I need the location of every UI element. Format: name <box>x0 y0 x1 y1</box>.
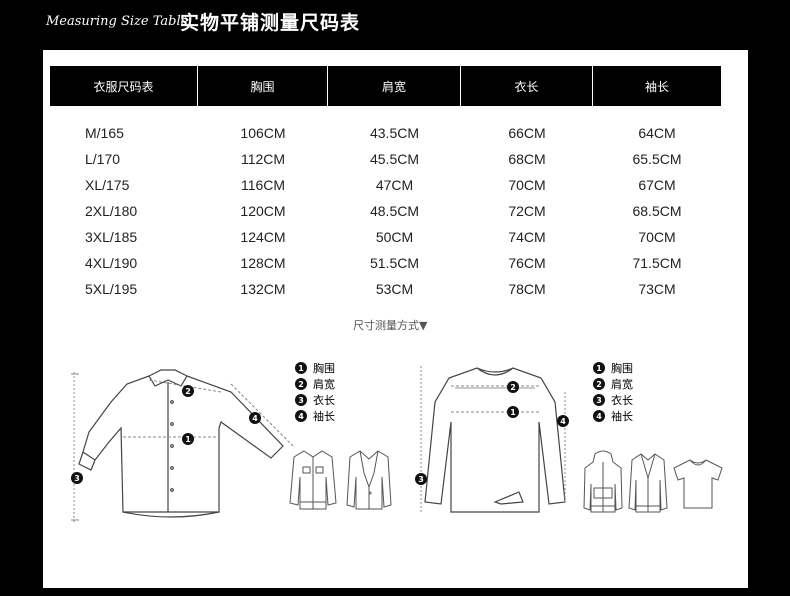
size-table-body: M/165 106CM 43.5CM 66CM 64CM L/170 112CM… <box>50 120 721 302</box>
size-cell: 5XL/195 <box>85 281 138 297</box>
chest-cell: 132CM <box>240 281 286 297</box>
table-row: 4XL/190 128CM 51.5CM 76CM 71.5CM <box>50 250 721 276</box>
hoodie-icon <box>583 450 623 513</box>
shoulder-cell: 53CM <box>375 281 414 297</box>
length-cell: 70CM <box>508 177 546 193</box>
svg-text:2: 2 <box>185 387 191 396</box>
size-cell: XL/175 <box>85 177 130 193</box>
cardigan-icon <box>628 453 668 513</box>
length-cell: 78CM <box>508 281 546 297</box>
svg-text:1: 1 <box>510 408 516 417</box>
shoulder-cell: 47CM <box>375 177 414 193</box>
table-row: 2XL/180 120CM 48.5CM 72CM 68.5CM <box>50 198 721 224</box>
size-cell: L/170 <box>85 151 121 167</box>
measurement-method-label: 尺寸测量方式▼ <box>353 319 428 332</box>
tshirt-icon <box>673 459 723 509</box>
header-bar: Measuring Size Table 实物平铺测量尺码表 <box>0 0 790 46</box>
header-size: 衣服尺码表 <box>50 66 198 106</box>
sleeve-cell: 73CM <box>638 281 676 297</box>
svg-text:4: 4 <box>252 414 258 423</box>
chest-cell: 124CM <box>240 229 286 245</box>
shoulder-cell: 43.5CM <box>369 125 420 141</box>
table-row: L/170 112CM 45.5CM 68CM 65.5CM <box>50 146 721 172</box>
english-title: Measuring Size Table <box>46 14 189 29</box>
table-row: XL/175 116CM 47CM 70CM 67CM <box>50 172 721 198</box>
size-cell: 2XL/180 <box>85 203 138 219</box>
length-cell: 76CM <box>508 255 546 271</box>
table-header: 衣服尺码表 胸围 肩宽 衣长 袖长 <box>50 66 721 106</box>
size-cell: 4XL/190 <box>85 255 138 271</box>
sleeve-cell: 71.5CM <box>632 255 682 271</box>
blazer-icon <box>346 450 392 510</box>
table-row: M/165 106CM 43.5CM 66CM 64CM <box>50 120 721 146</box>
shoulder-cell: 45.5CM <box>369 151 420 167</box>
sleeve-cell: 70CM <box>638 229 676 245</box>
svg-text:4: 4 <box>560 417 566 426</box>
sleeve-cell: 64CM <box>638 125 676 141</box>
shoulder-cell: 48.5CM <box>369 203 420 219</box>
sleeve-cell: 65.5CM <box>632 151 682 167</box>
table-row: 3XL/185 124CM 50CM 74CM 70CM <box>50 224 721 250</box>
length-cell: 72CM <box>508 203 546 219</box>
sleeve-cell: 68.5CM <box>632 203 682 219</box>
chest-cell: 106CM <box>240 125 286 141</box>
chest-cell: 116CM <box>240 177 286 193</box>
length-cell: 74CM <box>508 229 546 245</box>
header-chest: 胸围 <box>198 66 328 106</box>
header-shoulder: 肩宽 <box>328 66 461 106</box>
chest-cell: 128CM <box>240 255 286 271</box>
svg-text:3: 3 <box>418 475 424 484</box>
size-cell: 3XL/185 <box>85 229 138 245</box>
header-sleeve: 袖长 <box>644 79 669 94</box>
shoulder-cell: 50CM <box>375 229 414 245</box>
length-cell: 66CM <box>508 125 546 141</box>
chest-cell: 120CM <box>240 203 286 219</box>
shirt-diagram-icon: 1 2 3 4 <box>71 369 294 522</box>
shoulder-cell: 51.5CM <box>369 255 420 271</box>
size-cell: M/165 <box>85 125 124 141</box>
svg-text:1: 1 <box>185 435 191 444</box>
header-length: 衣长 <box>461 66 593 106</box>
svg-text:3: 3 <box>74 474 80 483</box>
svg-text:2: 2 <box>510 383 516 392</box>
sleeve-cell: 67CM <box>638 177 676 193</box>
sweater-diagram-icon: 1 2 3 4 <box>415 366 569 514</box>
chest-cell: 112CM <box>240 151 286 167</box>
chinese-title: 实物平铺测量尺码表 <box>180 12 361 34</box>
table-row: 5XL/195 132CM 53CM 78CM 73CM <box>50 276 721 302</box>
content-panel: 衣服尺码表 胸围 肩宽 衣长 袖长 M/165 106CM 43.5CM 66C… <box>43 50 748 588</box>
denim-jacket-icon <box>289 450 337 510</box>
length-cell: 68CM <box>508 151 546 167</box>
